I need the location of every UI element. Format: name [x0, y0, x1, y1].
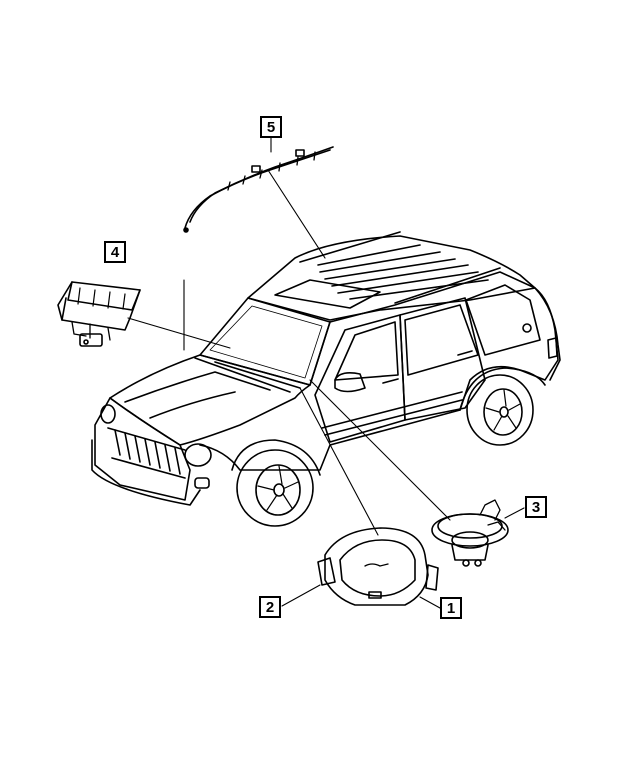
wiper: [195, 358, 290, 392]
rear-end: [535, 288, 560, 380]
vehicle-roof: [248, 236, 535, 320]
front-fascia: [95, 398, 190, 500]
callout-1: 1: [440, 597, 462, 619]
callout-4: 4: [104, 241, 126, 263]
roof-slat: [332, 265, 468, 286]
hood: [110, 355, 310, 445]
front-rim: [256, 465, 300, 515]
front-bumper: [92, 440, 200, 505]
hood-crease: [125, 372, 270, 402]
curtain-airbag-part: [184, 147, 333, 232]
side-molding: [322, 392, 462, 428]
roof-slat: [320, 252, 440, 272]
callout-2: 2: [259, 596, 281, 618]
leader-lines: [128, 138, 524, 608]
roof-slat: [325, 259, 455, 279]
fog-light: [195, 478, 209, 488]
front-window: [335, 322, 398, 380]
sunroof: [275, 280, 380, 308]
clockspring-part: [432, 500, 508, 566]
vehicle-illustration: [92, 232, 560, 526]
side-mirror: [335, 373, 365, 392]
hood-crease: [150, 392, 235, 418]
door-handle: [458, 351, 472, 355]
headlight-right: [185, 444, 211, 466]
quarter-window: [466, 285, 540, 355]
fuel-door: [523, 324, 531, 332]
body-side: [200, 272, 558, 470]
headlight-left: [101, 405, 115, 423]
rear-tire: [467, 375, 533, 445]
door-handle: [383, 379, 398, 383]
front-wheel-arch: [232, 440, 320, 475]
rear-wheel-arch: [460, 368, 545, 410]
callout-3: 3: [525, 496, 547, 518]
roof-slat: [318, 245, 420, 265]
windshield-inner: [210, 306, 322, 378]
roof-rack-rail-front: [300, 232, 400, 262]
wiper: [215, 362, 300, 388]
rear-window: [405, 305, 478, 375]
rear-door: [400, 298, 485, 420]
callout-5: 5: [260, 116, 282, 138]
grille: [108, 428, 185, 478]
rear-light: [548, 338, 557, 358]
rear-hub: [500, 407, 508, 417]
front-tire: [237, 450, 313, 526]
rear-rim: [484, 389, 522, 435]
passenger-airbag-part: [58, 282, 140, 346]
side-molding: [325, 400, 462, 435]
driver-airbag-part: [318, 528, 438, 605]
